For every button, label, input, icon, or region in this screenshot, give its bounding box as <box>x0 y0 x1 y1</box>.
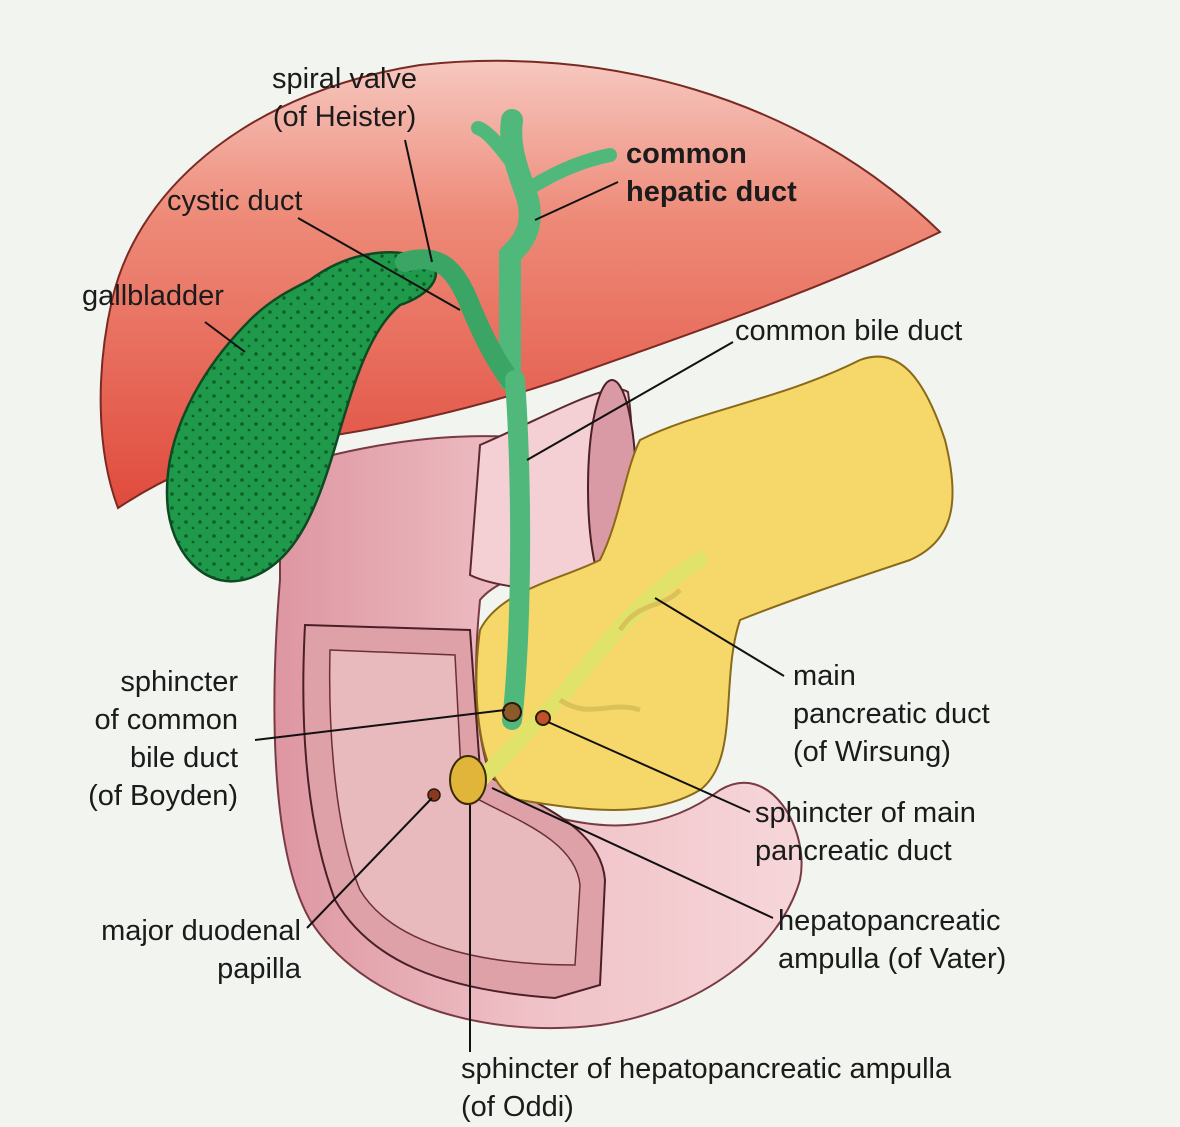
label-common-bile-duct: common bile duct <box>735 315 963 347</box>
duodenum-mucosa <box>328 649 581 966</box>
label-spiral-valve: spiral valve(of Heister) <box>272 63 418 133</box>
leader-main-pancreatic <box>654 597 785 677</box>
ampulla-oddi <box>449 755 487 805</box>
label-sphincter-oddi: sphincter of hepatopancreatic ampulla(of… <box>461 1053 952 1123</box>
sphincter-pancreatic <box>535 710 551 726</box>
leader-sphincter-pancreatic <box>547 721 751 813</box>
pancreatic-duct-branch <box>558 697 641 713</box>
sphincter-boyden <box>502 702 522 722</box>
leader-papilla <box>306 797 433 929</box>
leader-cystic-duct <box>297 217 461 311</box>
label-cystic-duct: cystic duct <box>167 185 303 217</box>
main-pancreatic-duct-path <box>472 552 708 788</box>
hepatic-branch-right <box>528 148 617 192</box>
leader-common-hepatic <box>534 181 619 221</box>
leader-gallbladder <box>204 321 246 353</box>
common-hepatic-duct <box>499 109 541 391</box>
leader-spiral-valve <box>404 139 433 263</box>
leader-common-bile-duct <box>526 341 734 461</box>
label-gallbladder: gallbladder <box>82 280 224 312</box>
hepatic-branch-left <box>471 121 517 167</box>
leader-vater <box>491 787 774 919</box>
leader-boyden <box>254 709 506 741</box>
common-bile-duct-path <box>502 370 531 730</box>
pancreatic-duct-branch <box>617 588 682 632</box>
